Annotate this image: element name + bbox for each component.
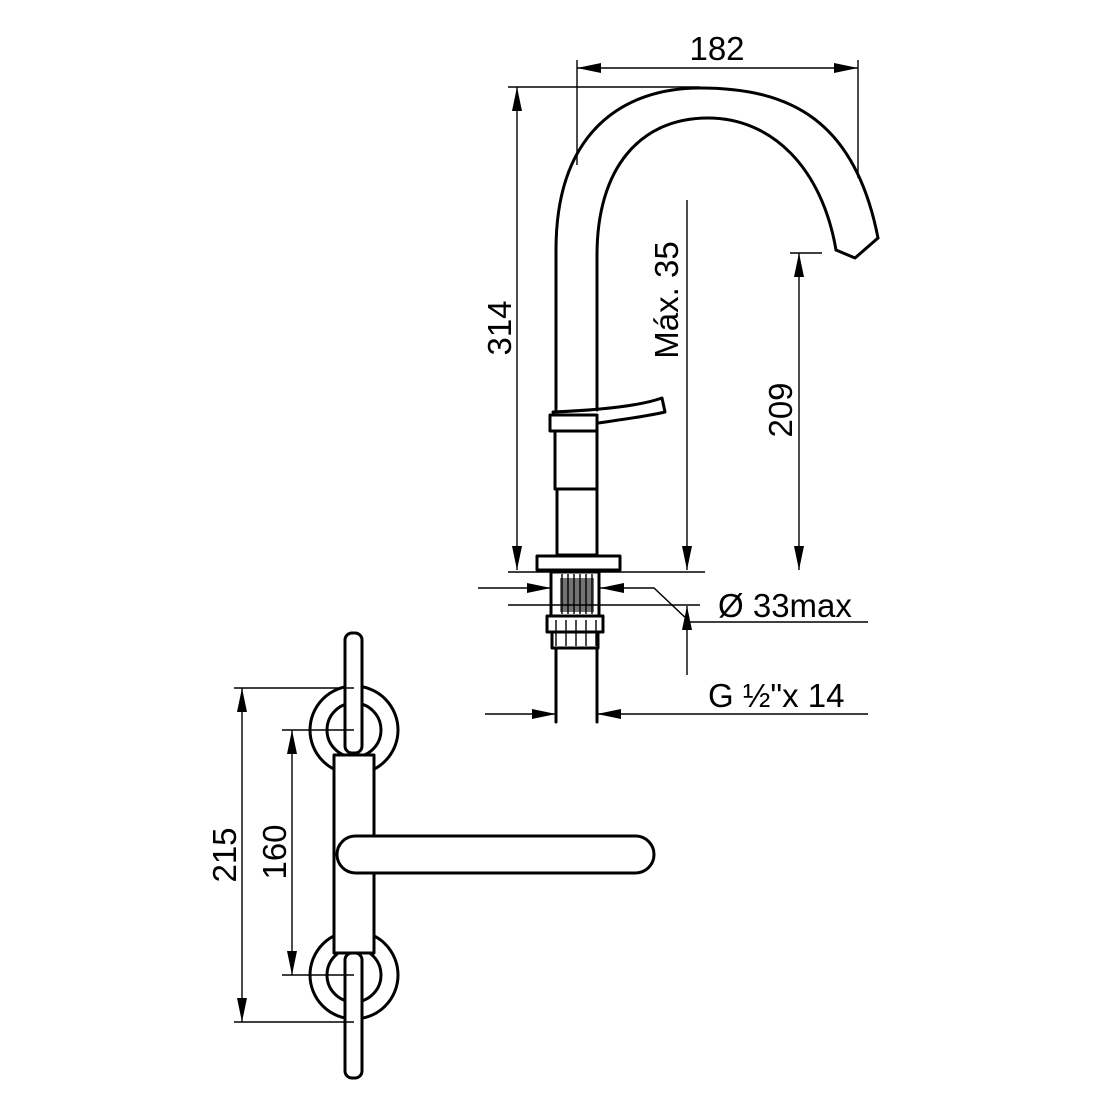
dim-centre-distance: 160 — [256, 824, 293, 879]
base-plate — [535, 554, 622, 572]
faucet-body — [548, 413, 599, 433]
faucet-side-view — [535, 86, 880, 724]
dimension-lines-top — [234, 687, 354, 1023]
mounting-washer — [550, 630, 600, 650]
dim-hole-diameter: Ø 33max — [718, 587, 852, 624]
dim-spout-reach: 182 — [689, 30, 744, 67]
faucet-body-lower — [553, 429, 599, 491]
dim-spout-clearance: 209 — [762, 382, 799, 437]
spout-outer-outline — [554, 86, 880, 412]
faucet-shank — [555, 487, 599, 557]
spout-tip — [834, 236, 880, 260]
top-lever — [335, 834, 656, 875]
faucet-top-view — [308, 631, 656, 1080]
top-valve-stem — [343, 631, 364, 755]
spout-inner-outline — [595, 116, 838, 412]
thread-hatching — [560, 574, 594, 614]
dimension-lines-side — [478, 60, 868, 719]
dim-overall-length: 215 — [206, 827, 243, 882]
dim-total-height: 314 — [481, 300, 518, 355]
dim-max-deck-thickness: Máx. 35 — [648, 241, 685, 358]
nut-hatching — [555, 620, 597, 646]
dim-connection-thread: G ½"x 14 — [708, 677, 844, 714]
bottom-valve-stem — [343, 951, 364, 1080]
side-lever — [551, 396, 667, 428]
